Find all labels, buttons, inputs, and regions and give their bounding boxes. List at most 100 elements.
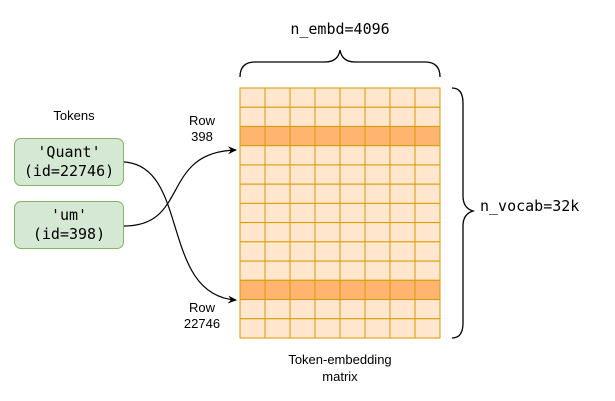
matrix-cell bbox=[314, 260, 341, 281]
matrix-cell bbox=[339, 299, 366, 320]
matrix-cell bbox=[264, 106, 291, 127]
matrix-cell bbox=[264, 164, 291, 185]
arrow-um-to-row-398 bbox=[123, 146, 237, 227]
matrix-cell bbox=[339, 145, 366, 166]
matrix-cell bbox=[339, 183, 366, 204]
matrix-cell-highlighted bbox=[364, 125, 391, 147]
matrix-cell bbox=[364, 299, 391, 320]
matrix-cell bbox=[339, 202, 366, 224]
row-22746-label-line1: Row bbox=[188, 300, 215, 315]
matrix-cell bbox=[264, 241, 291, 262]
matrix-cell bbox=[389, 87, 416, 108]
matrix-cell bbox=[364, 260, 391, 281]
matrix-cell bbox=[289, 318, 316, 339]
matrix-cell bbox=[289, 222, 316, 243]
matrix-cell bbox=[314, 106, 341, 127]
matrix-cell bbox=[389, 183, 416, 204]
row-398-label-line1: Row bbox=[188, 113, 215, 128]
matrix-cell-highlighted bbox=[339, 279, 366, 301]
matrix-cell bbox=[389, 241, 416, 262]
token-um-id: (id=398) bbox=[32, 225, 106, 243]
matrix-cell bbox=[389, 260, 416, 281]
token-um-text: 'um' bbox=[50, 206, 88, 224]
matrix-cell bbox=[414, 183, 441, 204]
matrix-cell-highlighted bbox=[389, 125, 416, 147]
matrix-cell bbox=[414, 87, 441, 108]
matrix-cell-highlighted bbox=[264, 279, 291, 301]
matrix-cell bbox=[314, 299, 341, 320]
matrix-cell bbox=[239, 87, 266, 108]
matrix-cell bbox=[414, 164, 441, 185]
matrix-cell-highlighted bbox=[239, 279, 266, 301]
matrix-cell bbox=[389, 318, 416, 339]
matrix-cell bbox=[414, 222, 441, 243]
matrix-cell-highlighted bbox=[289, 125, 316, 147]
matrix-cell-highlighted bbox=[339, 125, 366, 147]
matrix-cell bbox=[264, 299, 291, 320]
matrix-cell bbox=[389, 222, 416, 243]
row-22746-label-line2: 22746 bbox=[183, 316, 221, 331]
matrix-cell bbox=[364, 202, 391, 224]
matrix-cell bbox=[314, 87, 341, 108]
arrow-quant-to-row-22746 bbox=[123, 161, 237, 304]
matrix-cell bbox=[389, 164, 416, 185]
matrix-cell-highlighted bbox=[314, 279, 341, 301]
matrix-cell bbox=[239, 299, 266, 320]
matrix-cell-highlighted bbox=[314, 125, 341, 147]
matrix-cell bbox=[239, 145, 266, 166]
matrix-cell bbox=[339, 318, 366, 339]
matrix-cell bbox=[339, 106, 366, 127]
matrix-cell bbox=[264, 87, 291, 108]
token-quant-box: 'Quant' (id=22746) bbox=[14, 138, 124, 186]
matrix-cell bbox=[239, 164, 266, 185]
matrix-cell bbox=[414, 299, 441, 320]
row-398-label: Row 398 bbox=[172, 113, 232, 145]
matrix-caption-line1: Token-embedding bbox=[288, 352, 392, 367]
matrix-cell-highlighted bbox=[264, 125, 291, 147]
n-vocab-label: n_vocab=32k bbox=[480, 197, 580, 215]
matrix-cell bbox=[314, 318, 341, 339]
matrix-cell bbox=[289, 241, 316, 262]
matrix-cell bbox=[289, 164, 316, 185]
matrix-cell bbox=[339, 222, 366, 243]
matrix-cell bbox=[339, 164, 366, 185]
matrix-cell bbox=[364, 183, 391, 204]
matrix-caption-line2: matrix bbox=[322, 369, 358, 384]
matrix-cell-highlighted bbox=[239, 125, 266, 147]
matrix-cell bbox=[289, 145, 316, 166]
matrix-cell bbox=[239, 318, 266, 339]
matrix-cell bbox=[339, 241, 366, 262]
tokens-label: Tokens bbox=[53, 108, 95, 123]
matrix-cell bbox=[289, 299, 316, 320]
matrix-cell bbox=[364, 145, 391, 166]
matrix-cell-highlighted bbox=[289, 279, 316, 301]
matrix-cell bbox=[364, 318, 391, 339]
matrix-cell bbox=[239, 106, 266, 127]
matrix-cell bbox=[239, 222, 266, 243]
matrix-cell bbox=[314, 222, 341, 243]
matrix-cell bbox=[289, 106, 316, 127]
matrix-cell bbox=[289, 183, 316, 204]
matrix-cell bbox=[414, 145, 441, 166]
matrix-cell bbox=[314, 164, 341, 185]
matrix-cell-highlighted bbox=[414, 125, 441, 147]
matrix-cell bbox=[239, 241, 266, 262]
matrix-cell bbox=[339, 260, 366, 281]
matrix-cell bbox=[414, 241, 441, 262]
token-quant-id: (id=22746) bbox=[23, 162, 115, 180]
n-embd-label: n_embd=4096 bbox=[290, 20, 390, 38]
matrix-cell bbox=[364, 87, 391, 108]
matrix-cell bbox=[389, 299, 416, 320]
row-398-label-line2: 398 bbox=[191, 129, 213, 144]
matrix-cell bbox=[264, 318, 291, 339]
matrix-cell bbox=[239, 183, 266, 204]
matrix-cell bbox=[239, 260, 266, 281]
matrix-cell bbox=[414, 318, 441, 339]
token-embedding-matrix bbox=[239, 87, 441, 339]
matrix-cell bbox=[264, 183, 291, 204]
matrix-cell bbox=[314, 183, 341, 204]
matrix-cell bbox=[264, 202, 291, 224]
n-embd-brace bbox=[239, 49, 441, 78]
matrix-cell bbox=[289, 87, 316, 108]
